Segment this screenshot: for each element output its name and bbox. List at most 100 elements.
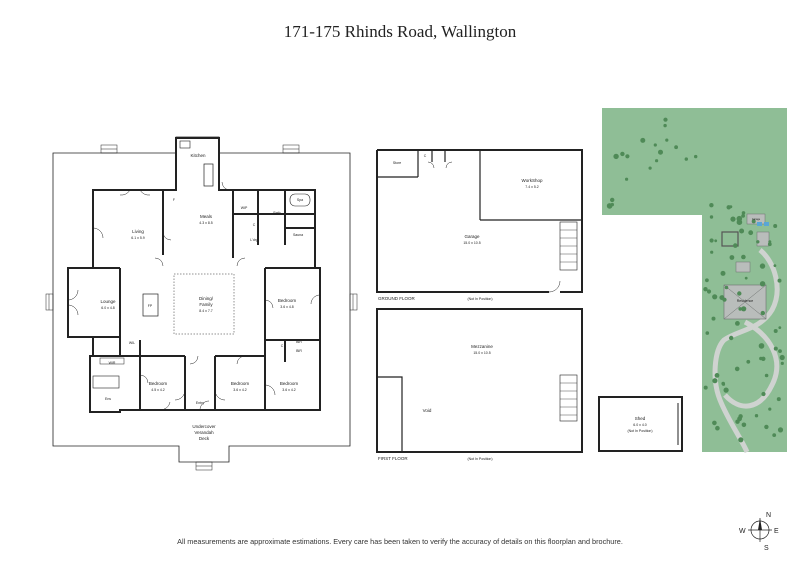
room-label-f: F bbox=[173, 198, 175, 202]
site-tree bbox=[655, 159, 659, 163]
room-dim-bedroom-1: 4.5 x 4.2 bbox=[151, 388, 164, 392]
room-label-bedroom-3: Bedroom bbox=[280, 381, 299, 386]
site-tree bbox=[714, 239, 718, 243]
site-tree bbox=[625, 154, 630, 159]
shed-plan bbox=[598, 396, 683, 452]
steps-north-right bbox=[282, 144, 300, 154]
room-label-meals: Meals bbox=[200, 214, 213, 219]
site-tree bbox=[761, 391, 766, 397]
site-tree bbox=[733, 243, 738, 248]
compass-rose: N E S W bbox=[739, 512, 779, 552]
shed-label: Shed bbox=[635, 416, 646, 421]
room-dim-bedroom-east: 3.6 x 4.8 bbox=[280, 305, 293, 309]
deck-label-3: Deck bbox=[199, 436, 210, 441]
steps-west bbox=[45, 293, 54, 311]
spa-tub bbox=[289, 193, 311, 207]
garage-ground-labels: Store C WorkShop 7.4 x 5.2 Garage 15.0 x… bbox=[378, 154, 543, 301]
room-label-workshop: WorkShop bbox=[522, 178, 543, 183]
site-tree bbox=[772, 433, 777, 437]
site-tree bbox=[779, 354, 785, 361]
site-tree bbox=[712, 294, 718, 300]
site-tree bbox=[759, 356, 763, 361]
fireplace bbox=[142, 293, 159, 317]
disclaimer-footer: All measurements are approximate estimat… bbox=[177, 537, 623, 546]
room-label-wip: WIP bbox=[241, 206, 248, 210]
site-tree bbox=[748, 230, 754, 236]
site-tree bbox=[738, 437, 744, 443]
site-tree bbox=[746, 359, 751, 364]
garage-ground-floor bbox=[376, 149, 583, 293]
house-labels: Kitchen Meals 4.3 x 8.5 Living 6.1 x 5.9… bbox=[100, 153, 303, 441]
kitchen-island bbox=[203, 163, 214, 187]
room-label-bath: Bath bbox=[273, 211, 280, 215]
steps-east bbox=[349, 293, 358, 311]
site-tree bbox=[663, 117, 668, 122]
room-dim-living: 6.1 x 5.9 bbox=[131, 236, 144, 240]
room-label-mezzanine: Mezzanine bbox=[471, 344, 493, 349]
site-tree bbox=[734, 366, 740, 372]
room-label-c-house: C bbox=[253, 223, 256, 227]
house-plan bbox=[45, 136, 358, 471]
compass-n: N bbox=[766, 512, 771, 519]
room-label-lounge: Lounge bbox=[100, 299, 116, 304]
compass-w: W bbox=[739, 528, 746, 535]
site-tree bbox=[613, 153, 619, 160]
site-tree bbox=[703, 287, 708, 292]
site-tree bbox=[735, 321, 740, 326]
ensuite-shower bbox=[92, 375, 120, 389]
compass-e: E bbox=[774, 528, 779, 535]
site-tree bbox=[764, 373, 769, 378]
garage-stairs bbox=[560, 229, 577, 263]
site-tree bbox=[773, 346, 778, 351]
site-label-residence: Residence bbox=[737, 299, 754, 303]
mezzanine-not-in-position: (Not In Position) bbox=[467, 457, 492, 461]
room-dim-garage: 15.0 x 10.5 bbox=[463, 241, 480, 245]
deck-label-2: Verandah bbox=[194, 430, 214, 435]
garage-roof bbox=[746, 213, 766, 225]
site-tree bbox=[625, 177, 629, 181]
site-tree bbox=[741, 254, 746, 260]
site-tree bbox=[741, 211, 746, 215]
site-tree bbox=[653, 143, 657, 147]
room-label-store: Store bbox=[393, 161, 401, 165]
site-tree bbox=[694, 154, 698, 159]
site-tree bbox=[776, 397, 781, 402]
room-label-wir: WIR bbox=[109, 361, 116, 365]
room-dim-mezzanine: 15.0 x 10.5 bbox=[473, 351, 490, 355]
room-dim-dining: 8.4 x 7.7 bbox=[199, 309, 212, 313]
site-tree bbox=[674, 145, 678, 150]
site-tree bbox=[778, 326, 782, 329]
site-tree bbox=[610, 197, 615, 203]
steps-north-left bbox=[100, 144, 118, 154]
room-label-void: Void bbox=[423, 408, 432, 413]
site-tree bbox=[720, 270, 726, 276]
site-tree bbox=[658, 149, 663, 155]
site-tree bbox=[767, 242, 772, 247]
site-tree bbox=[711, 316, 716, 321]
site-tree bbox=[760, 310, 765, 316]
site-tree bbox=[721, 381, 725, 386]
residence-roof bbox=[723, 284, 767, 320]
site-tree bbox=[729, 205, 733, 209]
site-tree bbox=[735, 419, 740, 424]
site-tree bbox=[737, 291, 742, 296]
room-label-wil: WIL bbox=[129, 341, 135, 345]
site-tree bbox=[665, 138, 669, 142]
site-tree bbox=[703, 385, 708, 390]
site-tree bbox=[773, 224, 778, 228]
steps-south bbox=[195, 461, 213, 471]
site-tree bbox=[759, 281, 766, 287]
site-tree bbox=[754, 414, 759, 418]
room-label-bir-1: BIR bbox=[296, 340, 302, 344]
site-tree bbox=[778, 349, 782, 353]
site-tree bbox=[777, 278, 782, 283]
site-tree bbox=[663, 123, 667, 128]
door-swings bbox=[67, 181, 321, 411]
site-tree bbox=[712, 420, 717, 426]
site-tree bbox=[744, 276, 748, 280]
site-tree bbox=[773, 329, 778, 333]
site-tree bbox=[648, 166, 652, 170]
room-label-bedroom-1: Bedroom bbox=[149, 381, 168, 386]
site-tree bbox=[758, 343, 765, 349]
room-label-c-bedroom: C bbox=[281, 344, 284, 348]
